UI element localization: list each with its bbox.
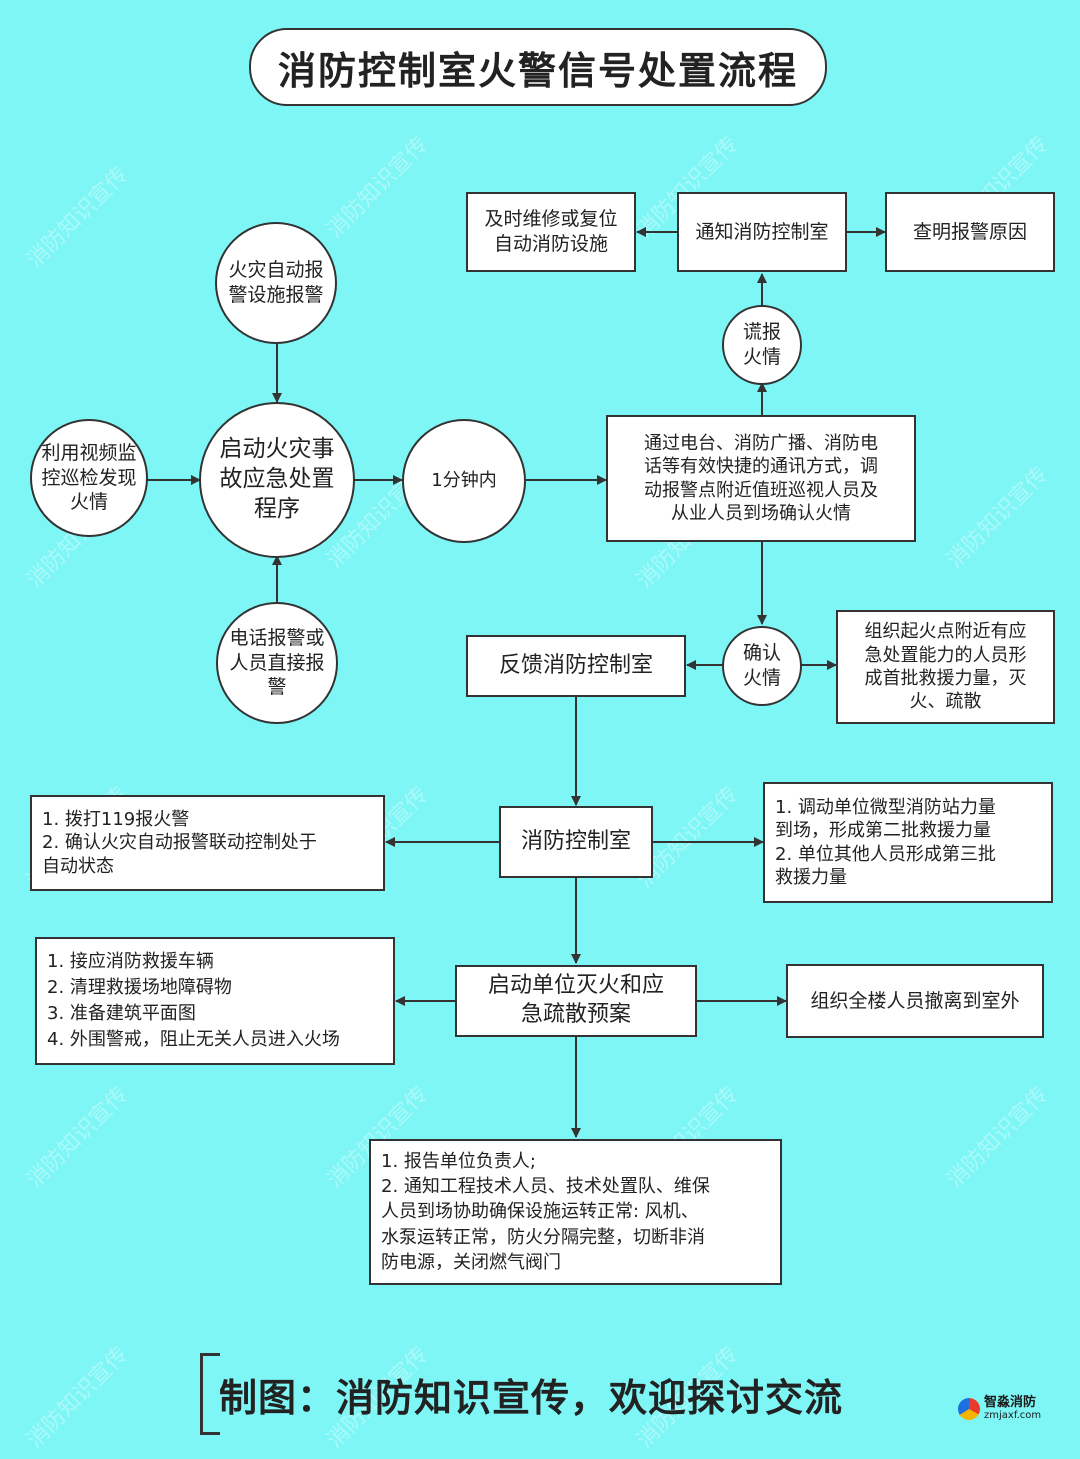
footer-credit: 制图：消防知识宣传，欢迎探讨交流 [200, 1353, 920, 1435]
phone-alarm-node: 电话报警或 人员直接报 警 [216, 602, 338, 724]
first-force-node: 组织起火点附近有应 急处置能力的人员形 成首批救援力量，灭 火、疏散 [836, 610, 1055, 724]
false-alarm-node: 谎报 火情 [722, 305, 802, 385]
logo-url: zmjaxf.com [984, 1410, 1042, 1422]
second-third-force-node: 1. 调动单位微型消防站力量 到场，形成第二批救援力量 2. 单位其他人员形成第… [763, 782, 1053, 903]
call-119-node: 1. 拨打119报火警 2. 确认火灾自动报警联动控制处于 自动状态 [30, 795, 385, 891]
report-leader-node: 1. 报告单位负责人; 2. 通知工程技术人员、技术处置队、维保 人员到场协助确… [369, 1139, 782, 1285]
start-plan-node: 启动火灾事 故应急处置 程序 [199, 402, 355, 558]
notify-room-node: 通知消防控制室 [677, 192, 847, 272]
evacuation-plan-node: 启动单位灭火和应 急疏散预案 [455, 965, 697, 1037]
logo-icon [958, 1397, 980, 1420]
evacuate-all-node: 组织全楼人员撤离到室外 [786, 964, 1044, 1038]
auto-alarm-node: 火灾自动报 警设施报警 [215, 222, 337, 344]
one-minute-node: 1分钟内 [402, 419, 526, 543]
confirmed-node: 确认 火情 [722, 626, 802, 706]
receive-vehicle-node: 1. 接应消防救援车辆 2. 清理救援场地障碍物 3. 准备建筑平面图 4. 外… [35, 937, 395, 1065]
feedback-node: 反馈消防控制室 [466, 635, 686, 697]
footer-text: 制图：消防知识宣传，欢迎探讨交流 [219, 1376, 844, 1420]
check-cause-node: 查明报警原因 [885, 192, 1055, 272]
control-room-node: 消防控制室 [499, 806, 653, 878]
repair-node: 及时维修或复位 自动消防设施 [466, 192, 636, 272]
brand-logo: 智淼消防 zmjaxf.com [958, 1395, 1042, 1422]
notify-confirm-node: 通过电台、消防广播、消防电 话等有效快捷的通讯方式，调 动报警点附近值班巡视人员… [606, 415, 916, 542]
video-patrol-node: 利用视频监 控巡检发现 火情 [30, 419, 148, 537]
page-title: 消防控制室火警信号处置流程 [249, 28, 827, 106]
logo-name: 智淼消防 [984, 1395, 1037, 1410]
